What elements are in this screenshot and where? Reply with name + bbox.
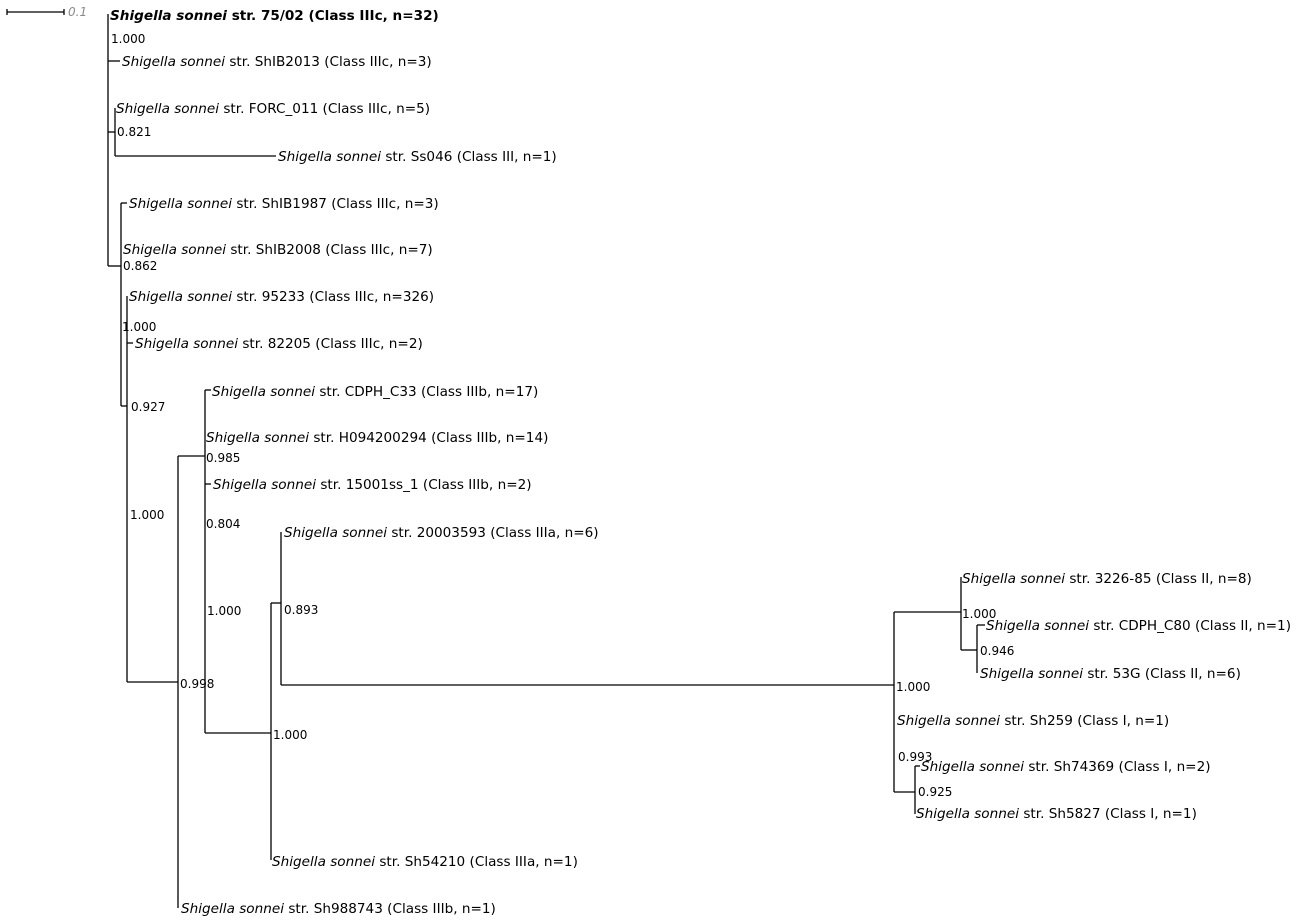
branches bbox=[108, 60, 985, 793]
leaf-label: Shigella sonnei str. H094200294 (Class I… bbox=[206, 430, 548, 446]
scale-bar-label: 0.1 bbox=[68, 5, 87, 19]
leaf-label: Shigella sonnei str. Sh259 (Class I, n=1… bbox=[897, 713, 1169, 729]
support-value: 0.925 bbox=[918, 785, 952, 799]
support-value: 1.000 bbox=[962, 607, 996, 621]
support-value: 1.000 bbox=[207, 604, 241, 618]
leaf-label: Shigella sonnei str. CDPH_C33 (Class III… bbox=[212, 384, 538, 400]
leaf-label: Shigella sonnei str. 20003593 (Class III… bbox=[284, 525, 599, 541]
support-value: 1.000 bbox=[273, 728, 307, 742]
leaf-label: Shigella sonnei str. 82205 (Class IIIc, … bbox=[135, 336, 423, 352]
leaf-label: Shigella sonnei str. 3226-85 (Class II, … bbox=[962, 571, 1252, 587]
support-value: 1.000 bbox=[130, 508, 164, 522]
leaf-label: Shigella sonnei str. ShIB2008 (Class III… bbox=[123, 242, 433, 258]
support-value: 0.862 bbox=[123, 259, 157, 273]
leaf-label: Shigella sonnei str. Sh5827 (Class I, n=… bbox=[916, 806, 1197, 822]
support-value: 0.993 bbox=[898, 750, 932, 764]
leaf-label: Shigella sonnei str. 95233 (Class IIIc, … bbox=[129, 289, 434, 305]
leaf-label: Shigella sonnei str. Sh988743 (Class III… bbox=[181, 901, 496, 917]
support-value: 0.985 bbox=[206, 451, 240, 465]
leaf-label: Shigella sonnei str. Sh74369 (Class I, n… bbox=[921, 759, 1211, 775]
leaf-label: Shigella sonnei str. Sh54210 (Class IIIa… bbox=[272, 854, 578, 870]
support-value: 0.946 bbox=[980, 644, 1014, 658]
leaf-label: Shigella sonnei str. 15001ss_1 (Class II… bbox=[213, 477, 532, 493]
support-values: 1.000 0.821 0.862 1.000 0.927 1.000 0.98… bbox=[111, 32, 1014, 799]
leaf-label: Shigella sonnei str. CDPH_C80 (Class II,… bbox=[986, 618, 1291, 634]
leaf-label: Shigella sonnei str. Ss046 (Class III, n… bbox=[278, 149, 557, 165]
leaf-label: Shigella sonnei str. 75/02 (Class IIIc, … bbox=[110, 8, 439, 24]
leaf-label: Shigella sonnei str. ShIB1987 (Class III… bbox=[129, 196, 439, 212]
support-value: 1.000 bbox=[122, 320, 156, 334]
support-value: 0.893 bbox=[284, 603, 318, 617]
support-value: 0.804 bbox=[206, 517, 240, 531]
support-value: 1.000 bbox=[896, 680, 930, 694]
leaf-label: Shigella sonnei str. 53G (Class II, n=6) bbox=[980, 666, 1241, 682]
support-value: 0.998 bbox=[180, 677, 214, 691]
clade-connectors bbox=[107, 14, 978, 908]
support-value: 1.000 bbox=[111, 32, 145, 46]
leaf-label: Shigella sonnei str. ShIB2013 (Class III… bbox=[122, 54, 432, 70]
leaf-labels: Shigella sonnei str. 75/02 (Class IIIc, … bbox=[110, 8, 1291, 917]
support-value: 0.821 bbox=[117, 125, 151, 139]
support-value: 0.927 bbox=[131, 400, 165, 414]
leaf-label: Shigella sonnei str. FORC_011 (Class III… bbox=[116, 101, 430, 117]
